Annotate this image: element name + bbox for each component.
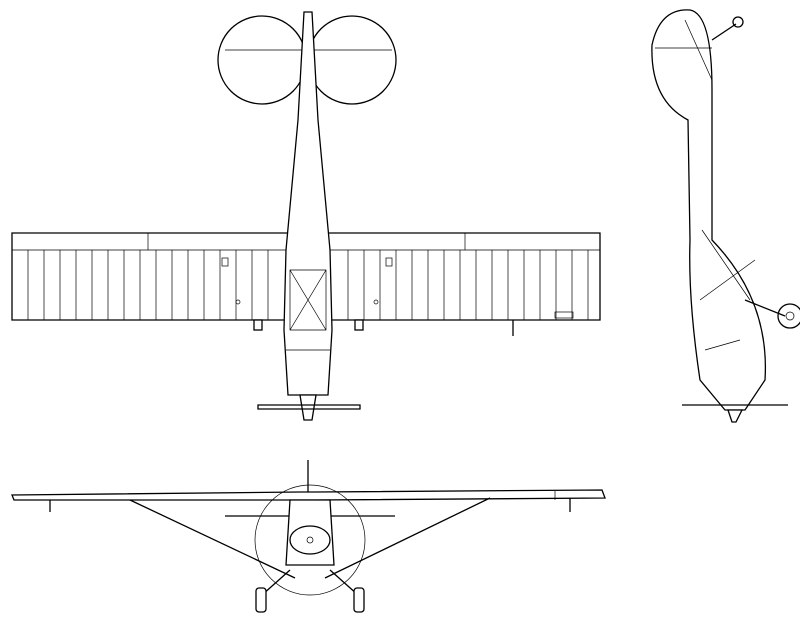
front-left-wheel xyxy=(255,587,267,613)
front-left-strut xyxy=(129,499,296,579)
top-fuselage xyxy=(257,11,361,421)
front-propeller-disc xyxy=(254,484,366,596)
side-view xyxy=(651,9,800,423)
top-wing xyxy=(11,232,601,336)
side-tailwheel xyxy=(732,16,744,28)
front-view xyxy=(11,460,606,613)
front-right-strut xyxy=(324,497,491,579)
top-propeller xyxy=(257,404,361,410)
top-view xyxy=(11,11,601,421)
front-right-wheel xyxy=(353,587,365,613)
side-main-wheel xyxy=(777,303,800,329)
front-wing xyxy=(11,489,606,501)
